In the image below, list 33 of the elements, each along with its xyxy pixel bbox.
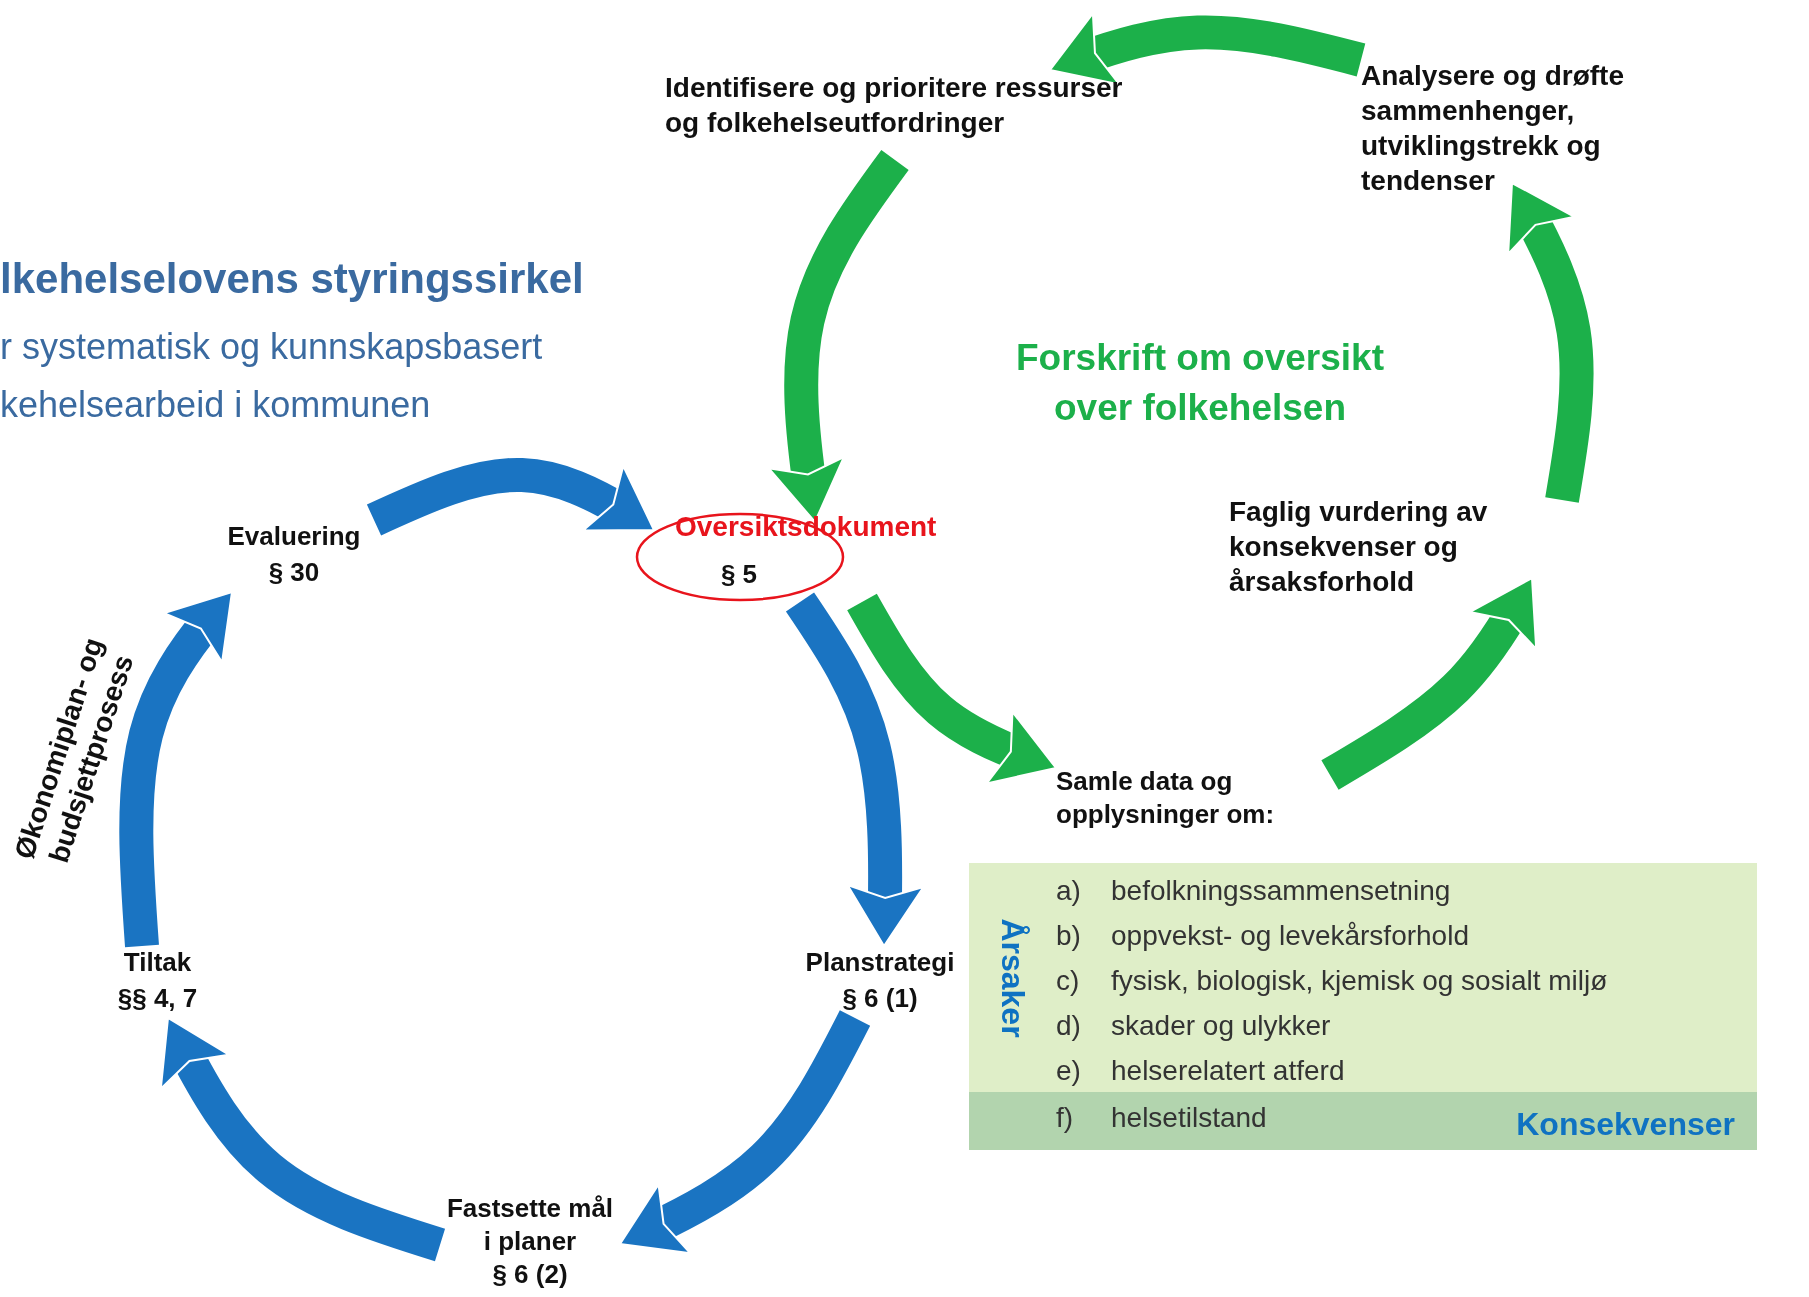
- side-heading: Konsekvenser: [1516, 1105, 1735, 1144]
- subtitle: r systematisk og kunnskapsbasert: [0, 326, 543, 368]
- list-marker: d): [1056, 1009, 1081, 1043]
- info-panel: [969, 863, 1757, 1150]
- list-marker: e): [1056, 1054, 1081, 1088]
- list-item: fysisk, biologisk, kjemisk og sosialt miljø: [1111, 964, 1608, 998]
- list-item: oppvekst- og levekårsforhold: [1111, 919, 1469, 953]
- step-label: Evaluering: [226, 520, 362, 553]
- step-label: Faglig vurdering av konsekvenser og årsaksforhold: [1229, 495, 1489, 599]
- step-label: Fastsette mål i planer: [445, 1192, 615, 1257]
- step-label: § 6 (1): [841, 982, 919, 1015]
- step-label: § 6 (2): [491, 1258, 569, 1291]
- regulation-heading: Forskrift om oversikt over folkehelsen: [1014, 336, 1386, 430]
- step-label: Samle data og opplysninger om:: [1056, 765, 1276, 830]
- list-item: helsetilstand: [1111, 1101, 1267, 1135]
- list-item: skader og ulykker: [1111, 1009, 1331, 1043]
- step-label: Identifisere og prioritere ressurser og folkehelseutfordringer: [665, 71, 1124, 140]
- list-marker: b): [1056, 919, 1081, 953]
- list-marker: f): [1056, 1101, 1074, 1135]
- step-label: Planstrategi: [804, 946, 956, 979]
- step-label: §§ 4, 7: [116, 982, 199, 1015]
- list-marker: a): [1056, 874, 1081, 908]
- list-marker: c): [1056, 964, 1080, 998]
- step-label: Analysere og drøfte sammenhenger, utviklingstrekk og tendenser: [1361, 59, 1625, 198]
- list-item: befolkningssammensetning: [1111, 874, 1451, 908]
- side-heading: Årsaker: [994, 918, 1032, 1038]
- subtitle: kehelsearbeid i kommunen: [0, 384, 431, 426]
- list-item: helserelatert atferd: [1111, 1054, 1345, 1088]
- title: lkehelselovens styringssirkel: [0, 255, 584, 303]
- highlight-band: [969, 1092, 1757, 1150]
- step-label: § 5: [719, 558, 759, 591]
- step-label: Tiltak: [122, 946, 193, 979]
- step-label: § 30: [267, 556, 321, 589]
